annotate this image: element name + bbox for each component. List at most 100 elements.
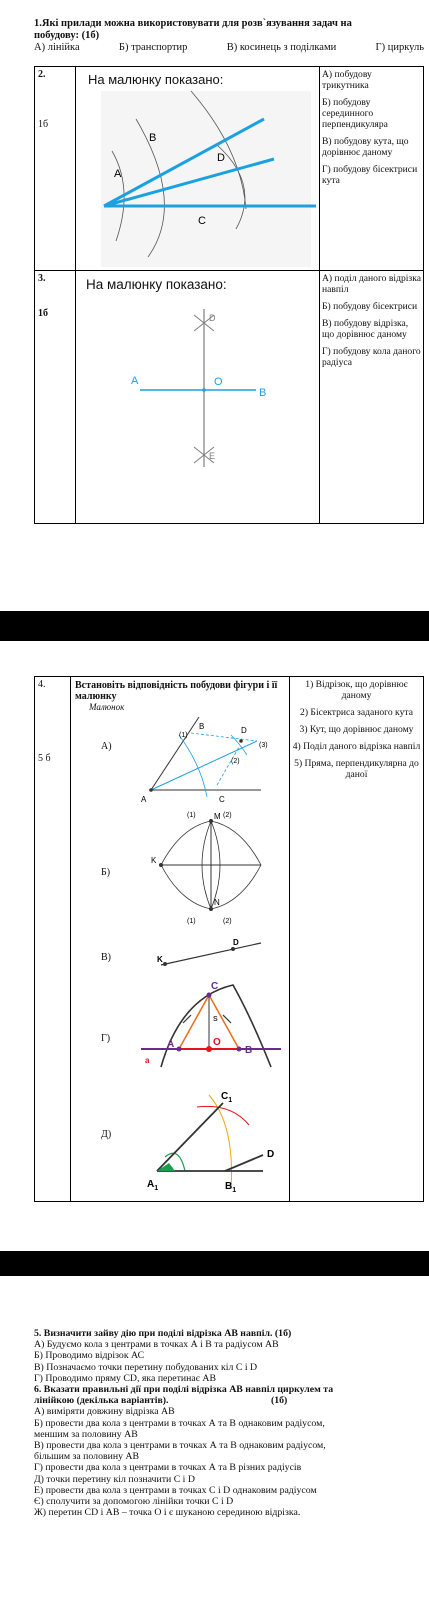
arc-2 <box>230 734 248 756</box>
separator-band-1 <box>0 611 429 641</box>
label-d: D <box>217 152 225 164</box>
point-n <box>209 907 213 911</box>
question-6-item-g: Г) провести два кола з центрами в точках… <box>34 1462 302 1474</box>
arc-mark-top <box>193 314 215 332</box>
question-6-item-zh: Ж) перетин CD і AB – точка O і є шуканою… <box>34 1507 301 1519</box>
question-1: 1.Які прилади можна використовувати для … <box>34 18 424 54</box>
question-1-options: А) лінійка Б) транспортир В) косинець з … <box>34 42 424 54</box>
mark-3: (3) <box>259 742 268 749</box>
label-a: A <box>167 1039 174 1050</box>
side-bc <box>208 994 240 1050</box>
ray-bisector <box>103 157 275 208</box>
question-6-points: (1б) <box>270 1395 288 1407</box>
label-d: D <box>267 1149 274 1160</box>
question-4-options: 1) Відрізок, що дорівнює даному 2) Бісек… <box>289 676 424 1202</box>
mark-1: (1) <box>187 812 196 819</box>
question-4-option-1: 1) Відрізок, що дорівнює даному <box>305 679 408 701</box>
mark-2b: (2) <box>223 918 232 925</box>
label-a: A <box>114 168 122 180</box>
angle-fill <box>157 1163 175 1171</box>
ray-ab <box>103 117 265 208</box>
question-1-title: 1.Які прилади можна використовувати для … <box>34 18 352 29</box>
point-o <box>206 1046 212 1052</box>
label-s: S <box>213 1016 218 1023</box>
question-3-option-c: В) побудову відрізка, що дорівнює даному <box>322 318 409 340</box>
separator-band-2 <box>0 1251 429 1276</box>
arc-mark-bottom <box>193 446 215 464</box>
question-6-title: 6. Вказати правильні дії при поділі відр… <box>34 1384 334 1396</box>
question-6-item-b: Б) провести два кола з центрами в точках… <box>34 1417 325 1429</box>
question-3-number: 3. <box>38 273 46 284</box>
question-3-options: А) поділ даного відрізка навпіл Б) побуд… <box>319 270 424 524</box>
point-k <box>159 863 163 867</box>
label-b: B <box>199 722 204 731</box>
question-5-item-v: В) Позначаємо точки перетину побудованих… <box>34 1361 258 1373</box>
arc-inner <box>201 820 221 910</box>
label-a: A <box>131 375 139 387</box>
question-5-title: 5. Визначити зайву дію при поділі відріз… <box>34 1328 292 1339</box>
figure-v-segment: K D <box>157 938 262 966</box>
point-m <box>209 819 213 823</box>
question-4-option-5: 5) Пряма, перпендикулярна до даної <box>294 758 419 780</box>
point-a <box>176 1046 182 1052</box>
question-2-option-d: Г) побудову бісектриси кута <box>322 164 418 186</box>
question-6-item-d: Д) точки перетину кіл позначити С і D <box>34 1473 195 1485</box>
question-3-figure-cell: На малюнку показано: A O B D E <box>75 270 320 524</box>
question-2-option-c: В) побудову кута, що дорівнює даному <box>322 136 409 158</box>
dash-line-2 <box>216 746 240 786</box>
question-2-option-b: Б) побудову серединного перпендикуляра <box>322 97 388 130</box>
label-c: C <box>211 981 218 992</box>
arc-red <box>196 1105 250 1126</box>
figure-b-perpendicular: K M N (1) (2) (1) (2) <box>151 812 262 925</box>
angle-bisector-figure: A B C D <box>101 90 316 267</box>
question-3-option-a: А) поділ даного відрізка навпіл <box>322 273 421 295</box>
question-4-points: 5 б <box>38 753 51 764</box>
question-4-subheading: Малюнок <box>89 702 125 712</box>
question-1-option-b: Б) транспортир <box>118 42 188 53</box>
dash-line-1 <box>190 732 258 742</box>
arc-green <box>164 1152 186 1172</box>
arc-1 <box>178 734 208 798</box>
row-label-d: Д) <box>101 1129 112 1140</box>
question-6-item-a: А) виміряти довжину відрізка АВ <box>34 1406 175 1418</box>
question-1-option-c: В) косинець з поділками <box>226 42 337 53</box>
label-b: B <box>259 387 266 399</box>
label-a1: A1 <box>147 1179 158 1192</box>
ray-bisector <box>150 740 258 791</box>
label-k: K <box>151 856 157 865</box>
arc-large-1 <box>190 90 247 210</box>
point-c <box>206 992 212 998</box>
label-c1: C1 <box>221 1091 232 1104</box>
question-3-option-b: Б) побудову бісектриси <box>322 301 418 312</box>
arcs-black <box>160 984 272 1068</box>
row-label-a: А) <box>101 741 112 752</box>
side-ac <box>178 994 210 1050</box>
question-5-item-b: Б) Проводимо відрізок АС <box>34 1350 145 1362</box>
label-m: M <box>214 812 221 821</box>
question-4-option-4: 4) Поділ даного відрізка навпіл <box>292 741 421 752</box>
label-b: B <box>245 1045 252 1056</box>
segment-b1d <box>224 1154 264 1172</box>
question-4-figures-cell: Встановіть відповідність побудови фігури… <box>70 676 290 1202</box>
question-1-option-a: А) лінійка <box>34 42 80 53</box>
label-c: C <box>198 215 206 227</box>
question-3-number-cell: 3. 1б <box>34 270 76 524</box>
label-o: O <box>213 1037 221 1048</box>
row-label-g: Г) <box>101 1033 111 1044</box>
label-a: A <box>141 795 147 804</box>
segment-kd <box>160 942 262 966</box>
question-4-option-2: 2) Бісектриса заданого кута <box>300 707 413 718</box>
label-d: D <box>241 726 247 735</box>
question-2-number: 2. <box>38 69 46 80</box>
question-1-option-d: Г) циркуль <box>375 42 424 53</box>
label-o: O <box>214 376 223 388</box>
question-1-title-points: побудову: (1б) <box>34 30 100 41</box>
question-6-item-b-cont: меншим за половину АВ <box>34 1428 138 1440</box>
question-6-title-2: лінійкою (декілька варіантів). <box>34 1395 169 1407</box>
figure-d-angle-copy: C1 D A1 B1 <box>147 1091 274 1194</box>
question-2-heading: На малюнку показано: <box>88 72 224 87</box>
ray-a1c1 <box>156 1102 224 1172</box>
arc-large-2 <box>215 143 246 230</box>
figure-a-angle-bisector: A B C D (1) (2) (3) <box>141 716 268 804</box>
arc-small-2 <box>135 118 165 258</box>
